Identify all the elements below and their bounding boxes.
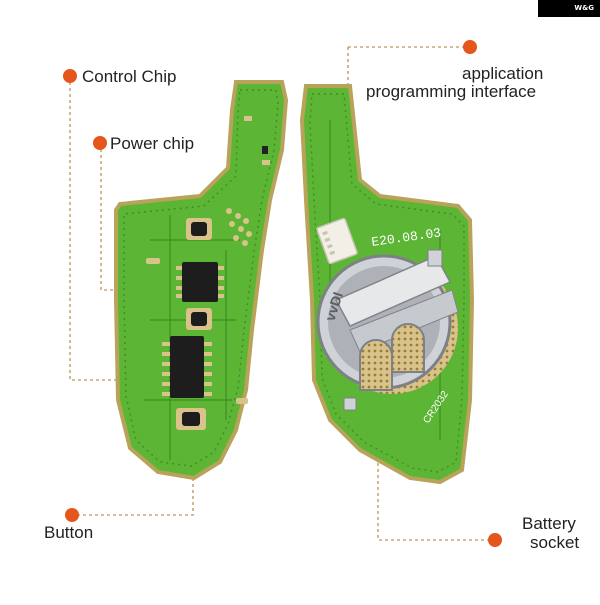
button-top xyxy=(186,218,212,240)
battery-leader xyxy=(377,415,492,541)
left-pcb-board xyxy=(114,80,289,481)
brand-logo: W&G xyxy=(538,0,600,17)
button-dot xyxy=(65,508,79,522)
button-bottom xyxy=(176,408,206,430)
callout-dots xyxy=(63,40,502,547)
api-label-line1: application xyxy=(462,64,544,83)
api-connector xyxy=(316,217,358,265)
power-chip-label: Power chip xyxy=(110,134,195,153)
api-dot xyxy=(463,40,477,54)
control-chip xyxy=(162,336,212,398)
battery-label-line1: Battery xyxy=(522,514,576,533)
button-label: Button xyxy=(44,523,94,542)
control-chip-label: Control Chip xyxy=(82,67,177,86)
power-chip-dot xyxy=(93,136,107,150)
right-pcb-board: vvDI E20.08.03 CR2032 xyxy=(299,84,475,485)
api-label-line2: programming interface xyxy=(366,82,537,101)
control-chip-dot xyxy=(63,69,77,83)
battery-label-line2: socket xyxy=(530,533,580,552)
battery-dot xyxy=(488,533,502,547)
battery-socket xyxy=(316,249,459,411)
button-middle xyxy=(186,308,212,330)
power-chip xyxy=(176,262,224,302)
